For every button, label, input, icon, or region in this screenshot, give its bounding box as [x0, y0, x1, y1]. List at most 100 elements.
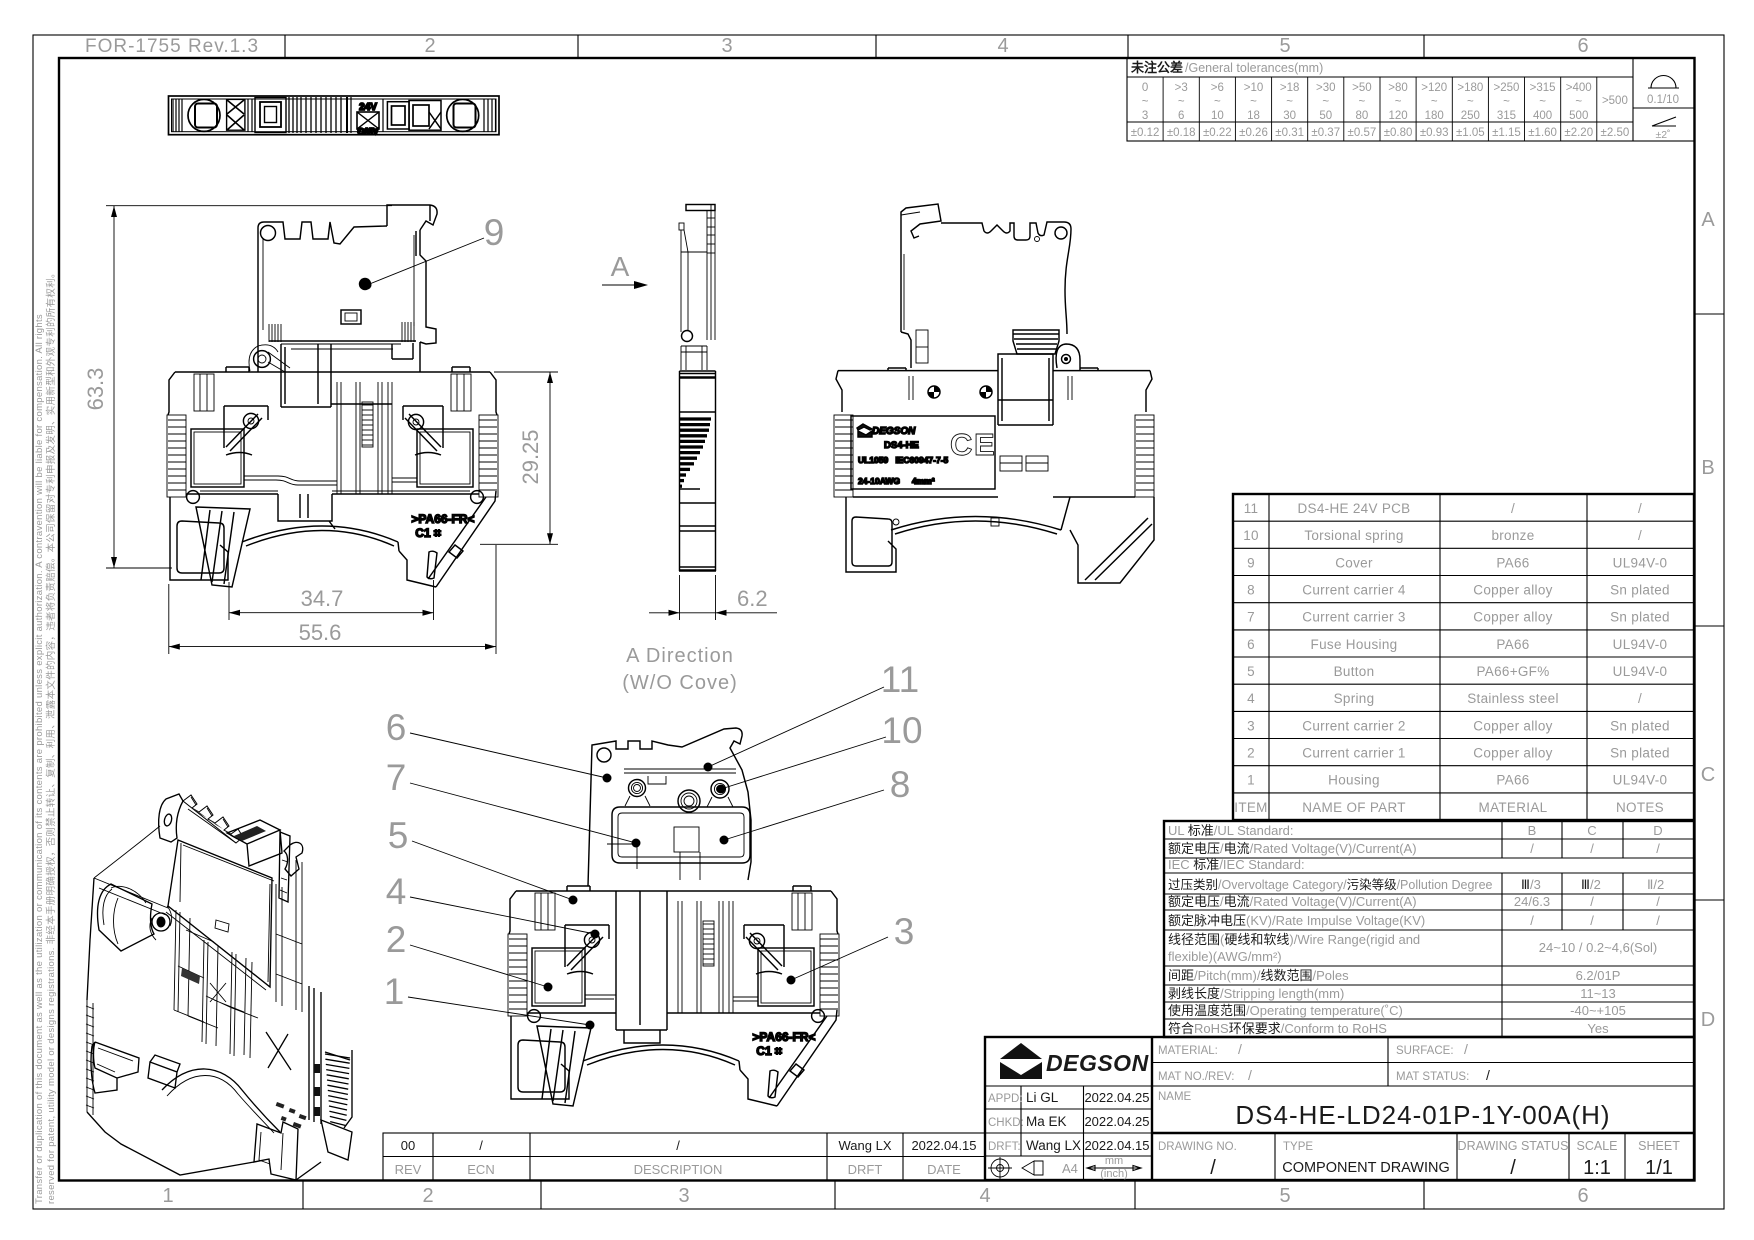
svg-text:mm: mm [1105, 1155, 1123, 1167]
svg-text:Spring: Spring [1334, 691, 1375, 706]
svg-text:6.2/01P: 6.2/01P [1576, 968, 1621, 983]
svg-text:DESCRIPTION: DESCRIPTION [634, 1162, 723, 1177]
svg-text:A: A [611, 251, 630, 282]
svg-text:Current carrier 1: Current carrier 1 [1302, 746, 1405, 761]
svg-text:55.6: 55.6 [299, 620, 342, 645]
svg-text:DRFT: DRFT [848, 1162, 883, 1177]
svg-text:>18: >18 [1280, 82, 1300, 94]
svg-text:MAT NO./REV:: MAT NO./REV: [1158, 1071, 1234, 1083]
svg-text:500: 500 [1569, 110, 1588, 122]
svg-text:3: 3 [1247, 718, 1255, 733]
svg-text:2: 2 [424, 35, 435, 57]
svg-text:30: 30 [1283, 110, 1296, 122]
svg-text:Wang LX: Wang LX [839, 1138, 892, 1153]
svg-text:flexible)(AWG/mm²): flexible)(AWG/mm²) [1168, 949, 1282, 964]
svg-text:~: ~ [1431, 96, 1438, 108]
svg-text:/: / [1638, 501, 1642, 516]
svg-text:~: ~ [1178, 96, 1185, 108]
svg-text:DATE: DATE [927, 1162, 961, 1177]
svg-text:Current carrier 4: Current carrier 4 [1302, 583, 1406, 598]
svg-text:/: / [1590, 841, 1594, 856]
svg-text:Button: Button [1334, 664, 1375, 679]
svg-text:3: 3 [1142, 110, 1148, 122]
svg-text:REV: REV [395, 1162, 422, 1177]
svg-text:0.1/10: 0.1/10 [1647, 94, 1679, 106]
svg-text:±1.60: ±1.60 [1528, 127, 1557, 139]
svg-text:FOR-1755 Rev.1.3: FOR-1755 Rev.1.3 [85, 36, 259, 57]
svg-text:DS4-HE: DS4-HE [884, 440, 919, 451]
svg-text:Transfer or duplication of thi: Transfer or duplication of this document… [34, 314, 45, 1204]
svg-text:2022.04.25: 2022.04.25 [1084, 1090, 1149, 1105]
svg-text:NAME OF PART: NAME OF PART [1302, 800, 1406, 815]
svg-text:UL1059 IEC60947-7-5: UL1059 IEC60947-7-5 [858, 455, 949, 465]
svg-text:Copper alloy: Copper alloy [1473, 610, 1552, 625]
svg-text:/: / [1238, 1041, 1242, 1057]
svg-text:~: ~ [1250, 96, 1257, 108]
svg-text:400: 400 [1533, 110, 1552, 122]
svg-text:3: 3 [678, 1185, 689, 1207]
svg-text:IEC 标准/IEC Standard:: IEC 标准/IEC Standard: [1168, 857, 1305, 872]
svg-text:24-10AWG 4mm²: 24-10AWG 4mm² [858, 476, 935, 486]
svg-text:~: ~ [1395, 96, 1402, 108]
svg-text:5: 5 [1279, 1185, 1290, 1207]
svg-text:/: / [1656, 913, 1660, 928]
svg-text:CHKD:: CHKD: [988, 1117, 1024, 1129]
svg-text:DRAWING NO.: DRAWING NO. [1158, 1141, 1237, 1153]
svg-text:PA66: PA66 [1496, 555, 1529, 570]
svg-text:11: 11 [1244, 501, 1259, 516]
svg-text:~: ~ [1503, 96, 1510, 108]
svg-text:±2˚: ±2˚ [1655, 129, 1670, 141]
svg-text:C: C [1587, 823, 1596, 838]
svg-text:/: / [1210, 1157, 1216, 1179]
svg-text:1:1: 1:1 [1583, 1157, 1611, 1179]
svg-text:~: ~ [1359, 96, 1366, 108]
svg-text:±0.80: ±0.80 [1384, 127, 1413, 139]
svg-text:UL94V-0: UL94V-0 [1613, 637, 1668, 652]
svg-text:2: 2 [386, 919, 407, 960]
svg-text:1: 1 [1247, 773, 1255, 788]
svg-text:Current carrier 2: Current carrier 2 [1302, 718, 1405, 733]
svg-text:±0.93: ±0.93 [1420, 127, 1449, 139]
svg-text:Housing: Housing [1328, 773, 1380, 788]
svg-text:C: C [950, 427, 972, 462]
svg-text:剥线长度/Stripping length(mm): 剥线长度/Stripping length(mm) [1168, 986, 1344, 1001]
svg-text:>120: >120 [1421, 82, 1447, 94]
svg-text:63.3: 63.3 [83, 368, 108, 411]
svg-text:>6: >6 [1211, 82, 1224, 94]
svg-text:1/1: 1/1 [1645, 1157, 1673, 1179]
svg-text:Current carrier 3: Current carrier 3 [1302, 610, 1405, 625]
svg-text:/: / [1590, 894, 1594, 909]
svg-text:bronze: bronze [1491, 528, 1534, 543]
svg-text:120: 120 [1388, 110, 1407, 122]
svg-text:18: 18 [1247, 110, 1260, 122]
svg-text:10: 10 [881, 710, 922, 751]
svg-text:C1 ⌗: C1 ⌗ [415, 526, 441, 540]
svg-text:6: 6 [1577, 1185, 1588, 1207]
svg-text:ITEM: ITEM [1234, 800, 1267, 815]
svg-text:UL94V-0: UL94V-0 [1613, 773, 1668, 788]
svg-text:>PA66-FR<: >PA66-FR< [411, 512, 474, 526]
svg-text:11~13: 11~13 [1580, 986, 1616, 1001]
svg-text:180: 180 [1425, 110, 1444, 122]
svg-text:Ⅲ/3: Ⅲ/3 [1521, 877, 1541, 892]
svg-text:~: ~ [1286, 96, 1293, 108]
svg-text:Wang LX: Wang LX [1026, 1138, 1081, 1153]
svg-text:(inch): (inch) [1100, 1168, 1128, 1180]
svg-text:间距/Pitch(mm)/线数范围/Poles: 间距/Pitch(mm)/线数范围/Poles [1168, 968, 1349, 983]
svg-text:DRFT:: DRFT: [988, 1141, 1021, 1153]
svg-text:±0.31: ±0.31 [1275, 127, 1304, 139]
svg-text:>80: >80 [1388, 82, 1408, 94]
svg-text:/: / [1638, 528, 1642, 543]
svg-text:PA66: PA66 [1496, 637, 1529, 652]
svg-text:±0.37: ±0.37 [1311, 127, 1340, 139]
svg-text:>10: >10 [1244, 82, 1264, 94]
svg-text:Copper alloy: Copper alloy [1473, 718, 1552, 733]
svg-text:±0.18: ±0.18 [1167, 127, 1196, 139]
svg-text:Fuse Housing: Fuse Housing [1311, 637, 1398, 652]
svg-text:9: 9 [484, 212, 505, 253]
svg-text:24/6.3: 24/6.3 [1514, 894, 1550, 909]
svg-text:UL 标准/UL Standard:: UL 标准/UL Standard: [1168, 823, 1294, 838]
svg-text:315: 315 [1497, 110, 1516, 122]
svg-text:UL94V-0: UL94V-0 [1613, 664, 1668, 679]
svg-text:A: A [1701, 209, 1715, 231]
